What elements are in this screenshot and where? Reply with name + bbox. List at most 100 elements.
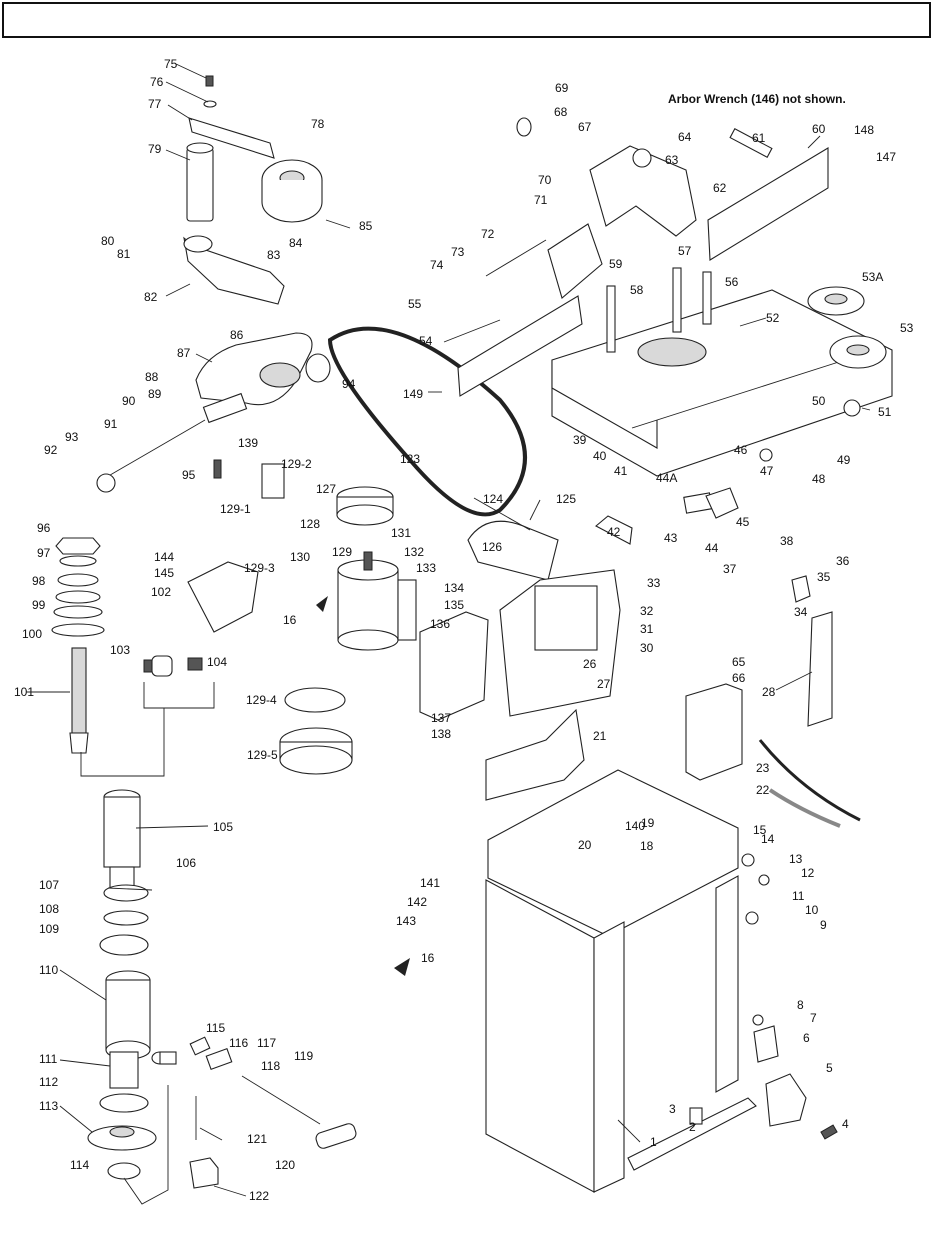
callout-121: 121 [247,1132,267,1146]
callout-133: 133 [416,561,436,575]
callout-42: 42 [607,525,621,539]
callout-57: 57 [678,244,692,258]
callout-125: 125 [556,492,576,506]
part-15-top [487,769,739,937]
callout-50: 50 [812,394,826,408]
callout-62: 62 [713,181,727,195]
part-129-2 [261,463,285,499]
leader-lines [26,63,871,1197]
part-13 [758,874,770,886]
callout-2: 2 [689,1120,696,1134]
callout-144: 144 [154,550,174,564]
callout-85: 85 [359,219,373,233]
part-95-screw [213,459,222,479]
callout-labels: 75 76 77 78 79 80 81 82 83 84 85 86 87 8… [14,57,914,1203]
callout-28: 28 [762,685,776,699]
callout-56: 56 [725,275,739,289]
callout-126: 126 [482,540,502,554]
callout-73: 73 [451,245,465,259]
callout-46: 46 [734,443,748,457]
callout-92: 92 [44,443,58,457]
callout-39: 39 [573,433,587,447]
callout-140: 140 [625,819,645,833]
callout-36: 36 [836,554,850,568]
callout-32: 32 [640,604,654,618]
table-assembly [457,117,893,477]
part-129-3 [187,561,259,633]
part-75-screw [205,75,214,87]
part-14 [741,853,755,867]
callout-101: 101 [14,685,34,699]
callout-137: 137 [431,711,451,725]
callout-94: 94 [342,377,356,391]
part-51-knob [843,399,861,417]
callout-67: 67 [578,120,592,134]
callout-83: 83 [267,248,281,262]
part-34 [791,575,811,603]
callout-149: 149 [403,387,423,401]
part-92-knob [96,473,116,493]
callout-41: 41 [614,464,628,478]
callout-138: 138 [431,727,451,741]
part-88-block [202,392,248,424]
callout-100: 100 [22,627,42,641]
callout-91: 91 [104,417,118,431]
callout-48: 48 [812,472,826,486]
belt-123 [327,326,527,517]
callout-82: 82 [144,290,158,304]
callout-129-3: 129-3 [244,561,275,575]
callout-77: 77 [148,97,162,111]
part-77-plate [188,117,275,159]
callout-34: 34 [794,605,808,619]
part-23-strip [758,739,861,822]
part-112 [99,1093,149,1113]
part-79-post [186,147,214,222]
callout-14: 14 [761,832,775,846]
callout-107: 107 [39,878,59,892]
callout-131: 131 [391,526,411,540]
part-61-lever [729,127,773,159]
callout-26: 26 [583,657,597,671]
callout-1: 1 [650,1135,657,1149]
callout-103: 103 [110,643,130,657]
callout-35: 35 [817,570,831,584]
callout-12: 12 [801,866,815,880]
callout-80: 80 [101,234,115,248]
callout-9: 9 [820,918,827,932]
callout-88: 88 [145,370,159,384]
callout-111: 111 [39,1052,58,1066]
callout-4: 4 [842,1117,849,1131]
callout-18: 18 [640,839,654,853]
part-22-cord [768,788,841,828]
callout-53: 53 [900,321,914,335]
callout-8: 8 [797,998,804,1012]
part-47 [759,448,773,462]
callout-143: 143 [396,914,416,928]
callout-7: 7 [810,1011,817,1025]
callout-5: 5 [826,1061,833,1075]
callout-6: 6 [803,1031,810,1045]
part-21 [485,708,585,801]
part-113-pulley [87,1125,157,1151]
callout-93: 93 [65,430,79,444]
part-1-cabinet-left [485,879,595,1193]
callout-64: 64 [678,130,692,144]
callout-129-1: 129-1 [220,502,251,516]
callout-44A: 44A [656,471,677,485]
callout-13: 13 [789,852,803,866]
part-64-knob [632,148,652,168]
guard-assembly [419,448,811,801]
callout-118: 118 [261,1059,280,1073]
callout-71: 71 [534,193,548,207]
callout-95: 95 [182,468,196,482]
callout-30: 30 [640,641,654,655]
callout-40: 40 [593,449,607,463]
part-94-knob [305,353,331,383]
callout-54: 54 [419,334,433,348]
door-assembly [685,611,861,828]
callout-11: 11 [792,889,805,903]
callout-23: 23 [756,761,770,775]
arm-clamp-assembly [96,332,331,493]
callout-20: 20 [578,838,592,852]
callout-37: 37 [723,562,737,576]
